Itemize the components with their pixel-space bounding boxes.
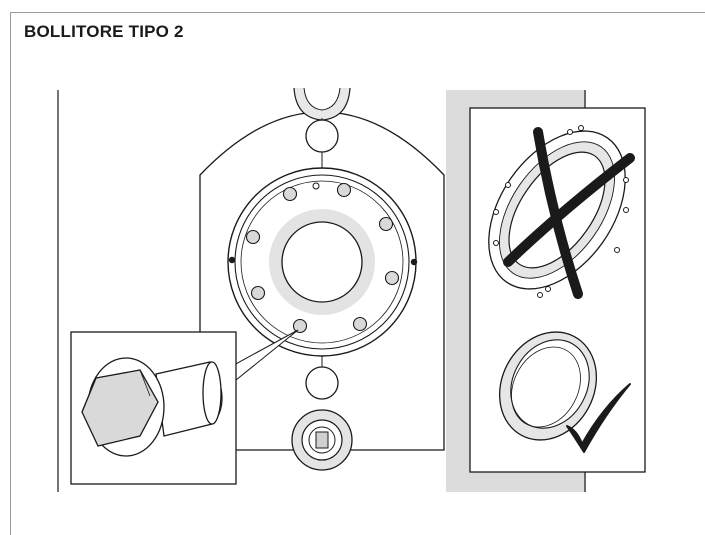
lower-port <box>305 366 339 400</box>
figure-frame <box>10 12 705 535</box>
upper-port <box>305 119 339 153</box>
correct-gasket <box>498 331 598 441</box>
flange-bolt <box>282 186 298 202</box>
drain-plug <box>291 409 353 471</box>
flange-bolt <box>336 182 352 198</box>
flange-bolt <box>352 316 368 332</box>
flange-bolt <box>378 216 394 232</box>
flange-bolts <box>245 182 400 334</box>
check-mark-icon <box>566 383 631 453</box>
top-pipe <box>293 87 351 121</box>
flange-bolt <box>384 270 400 286</box>
flange-assembly <box>227 167 417 357</box>
zoomed-bolt <box>81 357 223 457</box>
flange-bolt <box>292 318 308 334</box>
flange-bolt <box>245 229 261 245</box>
side-pin-left <box>228 256 236 264</box>
cross-mark-icon <box>503 127 635 299</box>
figure-title: BOLLITORE TIPO 2 <box>24 22 184 41</box>
side-pin-right <box>410 258 418 266</box>
flange-bolt <box>250 285 266 301</box>
